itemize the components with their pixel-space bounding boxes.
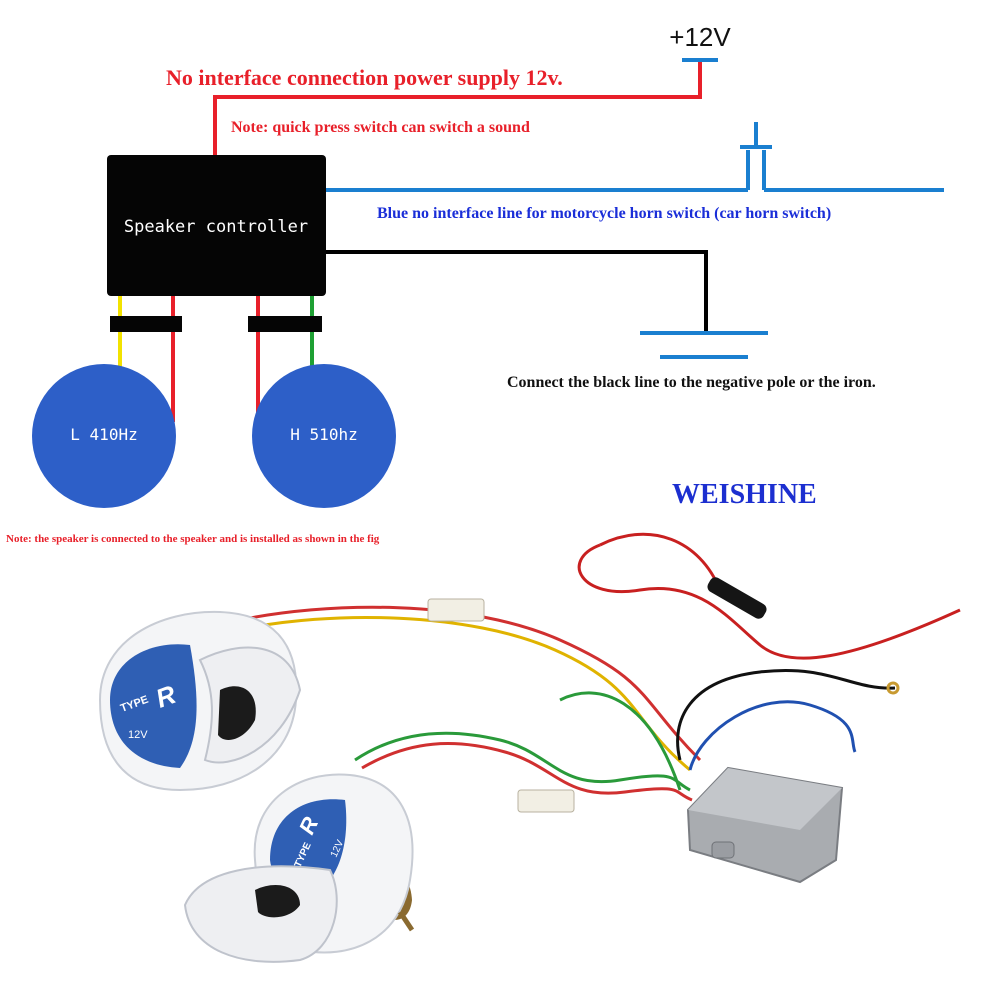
supply-voltage-label: +12V [669, 22, 731, 52]
harness-wire-red-lower [361, 742, 693, 802]
harness-wire-red-loop [599, 532, 722, 591]
speaker-controller-box [107, 155, 326, 296]
low-speaker-connector [110, 316, 182, 332]
horn-upper-voltage: 12V [128, 729, 148, 741]
speaker-low [32, 364, 176, 508]
controller-module-top [688, 768, 842, 830]
product-photo: TYPE R 12V TYPE R 12V [98, 532, 961, 963]
ground-note: Connect the black line to the negative p… [507, 374, 876, 391]
harness-wire-blue [688, 700, 857, 771]
harness-wire-green-upper [559, 691, 682, 791]
harness-wire-red-long [229, 605, 702, 762]
horn-lower-bolt [397, 910, 415, 932]
power-wire-red [213, 62, 702, 158]
controller-module-tab [711, 841, 735, 859]
harness-wire-red-fuse [577, 543, 961, 660]
speaker-high [252, 364, 396, 508]
harness-wire-green-lower [354, 731, 691, 792]
inline-fuse-holder [707, 577, 767, 619]
ring-terminal [886, 681, 900, 695]
harness-wire-black [676, 668, 896, 761]
harness-wire-yellow [237, 615, 691, 772]
wire-connector-upper [427, 598, 485, 622]
ground-wire-black [326, 250, 708, 333]
speaker-low-label: L 410Hz [70, 425, 137, 444]
high-speaker-connector [248, 316, 322, 332]
wire-connector-lower [517, 789, 575, 813]
brand-name: WEISHINE [672, 479, 817, 510]
speaker-controller-label: Speaker controller [124, 217, 308, 237]
install-note: Note: the speaker is connected to the sp… [6, 533, 380, 545]
horn-upper-blue-panel [110, 644, 197, 768]
power-supply-note: No interface connection power supply 12v… [166, 65, 563, 90]
horn-lower-throat [255, 885, 300, 918]
horn-upper-throat [218, 686, 256, 740]
switch-note: Note: quick press switch can switch a so… [231, 119, 530, 136]
speaker-high-label: H 510hz [290, 425, 357, 444]
blue-line-note: Blue no interface line for motorcycle ho… [377, 205, 831, 222]
